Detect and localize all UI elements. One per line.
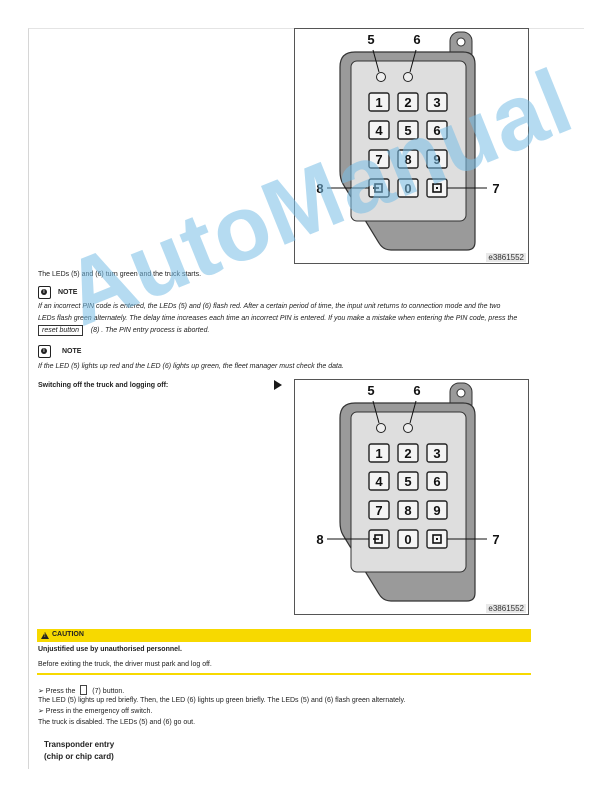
note-info-icon: i — [38, 286, 51, 299]
key-button — [397, 529, 419, 549]
key-label: 2 — [404, 95, 411, 110]
transponder-heading-line2: (chip or chip card) — [44, 752, 114, 761]
key-button — [397, 92, 419, 112]
switch-off-heading: Switching off the truck and logging off: — [38, 382, 169, 389]
key-button — [368, 500, 390, 520]
callout-6: 6 — [413, 383, 420, 398]
key-label: 0 — [404, 181, 411, 196]
key-label: 6 — [433, 474, 440, 489]
step1: ➢ Press the (7) button. — [38, 685, 124, 696]
key-button — [426, 500, 448, 520]
enter-icon — [432, 534, 442, 544]
callout-5: 5 — [367, 32, 374, 47]
keypad-illustration: 1 2 3 4 5 6 7 8 9 0 5 6 8 7 — [316, 31, 500, 251]
led-5-icon — [376, 423, 386, 433]
key-button — [397, 443, 419, 463]
key-label: 4 — [375, 123, 383, 138]
step1-result: The LED (5) lights up red briefly. Then,… — [38, 697, 406, 704]
keypad-illustration: 1 2 3 4 5 6 7 8 9 0 5 6 8 7 — [316, 382, 500, 602]
key-label: 1 — [375, 95, 382, 110]
callout-6: 6 — [413, 32, 420, 47]
callout-8: 8 — [316, 532, 323, 547]
key-button — [368, 471, 390, 491]
key-label: 1 — [375, 446, 382, 461]
key-button — [426, 92, 448, 112]
note2-text: If the LED (5) lights up red and the LED… — [38, 363, 344, 370]
warning-triangle-icon — [41, 632, 49, 639]
callout-line-5 — [372, 49, 380, 73]
step2: ➢ Press in the emergency off switch. — [38, 708, 153, 715]
key-button — [397, 120, 419, 140]
key-label: 6 — [433, 123, 440, 138]
note-label: NOTE — [58, 289, 78, 296]
key-button — [368, 443, 390, 463]
key-button — [397, 178, 419, 198]
key-label: 3 — [433, 446, 440, 461]
key-label: 2 — [404, 446, 411, 461]
callout-5: 5 — [367, 383, 374, 398]
key-button — [368, 149, 390, 169]
note1-line3: reset button (8) . The PIN entry process… — [38, 325, 209, 336]
keypad-device: 1 2 3 4 5 6 7 8 9 0 5 6 8 7 — [316, 382, 500, 602]
led-5-icon — [376, 72, 386, 82]
key-label: 9 — [433, 503, 440, 518]
note1-line3-rest: (8) . The PIN entry process is aborted. — [90, 327, 210, 334]
key-label: 7 — [375, 152, 382, 167]
key-button — [397, 500, 419, 520]
key-button — [397, 471, 419, 491]
key-button — [426, 149, 448, 169]
key-label: 8 — [404, 152, 411, 167]
key-button — [426, 120, 448, 140]
led-6-icon — [403, 423, 413, 433]
enter-icon-dot — [436, 187, 438, 189]
led-green-text: The LEDs (5) and (6) turn green and the … — [38, 271, 202, 278]
note1-line1: If an incorrect PIN code is entered, the… — [38, 303, 501, 310]
key-label: 8 — [404, 503, 411, 518]
led-6-icon — [403, 72, 413, 82]
key-label: 5 — [404, 123, 411, 138]
key-label: 7 — [375, 503, 382, 518]
enter-key-icon — [80, 685, 88, 695]
callout-7: 7 — [492, 181, 499, 196]
callout-line-5 — [372, 400, 380, 424]
enter-icon-dot — [436, 538, 438, 540]
key-button — [368, 92, 390, 112]
callout-line-6 — [409, 400, 417, 424]
key-label: 9 — [433, 152, 440, 167]
keypad-figure-1: 1 2 3 4 5 6 7 8 9 0 5 6 8 7 e3861552 — [294, 28, 529, 264]
key-label: 4 — [375, 474, 383, 489]
key-button — [397, 149, 419, 169]
step1-prefix: ➢ Press the — [38, 688, 76, 695]
key-ring-hole — [456, 37, 466, 47]
key-button — [368, 120, 390, 140]
key-button — [426, 443, 448, 463]
keypad-device: 1 2 3 4 5 6 7 8 9 0 5 6 8 7 — [316, 31, 500, 251]
step1-suffix: (7) button. — [92, 688, 125, 695]
enter-icon — [432, 183, 442, 193]
keypad-figure-2: 1 2 3 4 5 6 7 8 9 0 5 6 8 7 e3861552 — [294, 379, 529, 615]
caution-label: CAUTION — [52, 631, 84, 638]
play-arrow-icon — [274, 380, 282, 390]
figure-id: e3861552 — [486, 604, 526, 613]
callout-8: 8 — [316, 181, 323, 196]
key-button — [426, 471, 448, 491]
figure-id: e3861552 — [486, 253, 526, 262]
note1-line2: LEDs flash green alternately. The delay … — [38, 315, 518, 322]
callout-7: 7 — [492, 532, 499, 547]
reset-button-reference: reset button — [38, 325, 83, 336]
caution-title: Unjustified use by unauthorised personne… — [38, 646, 182, 653]
key-ring-hole — [456, 388, 466, 398]
caution-banner: CAUTION — [37, 629, 531, 642]
callout-line-6 — [409, 49, 417, 73]
transponder-heading-line1: Transponder entry — [44, 740, 115, 749]
key-label: 5 — [404, 474, 411, 489]
note-info-icon: i — [38, 345, 51, 358]
step2-result: The truck is disabled. The LEDs (5) and … — [38, 719, 196, 726]
note-label: NOTE — [62, 348, 82, 355]
caution-divider — [37, 673, 531, 675]
key-label: 3 — [433, 95, 440, 110]
caution-body: Before exiting the truck, the driver mus… — [38, 661, 212, 668]
key-label: 0 — [404, 532, 411, 547]
